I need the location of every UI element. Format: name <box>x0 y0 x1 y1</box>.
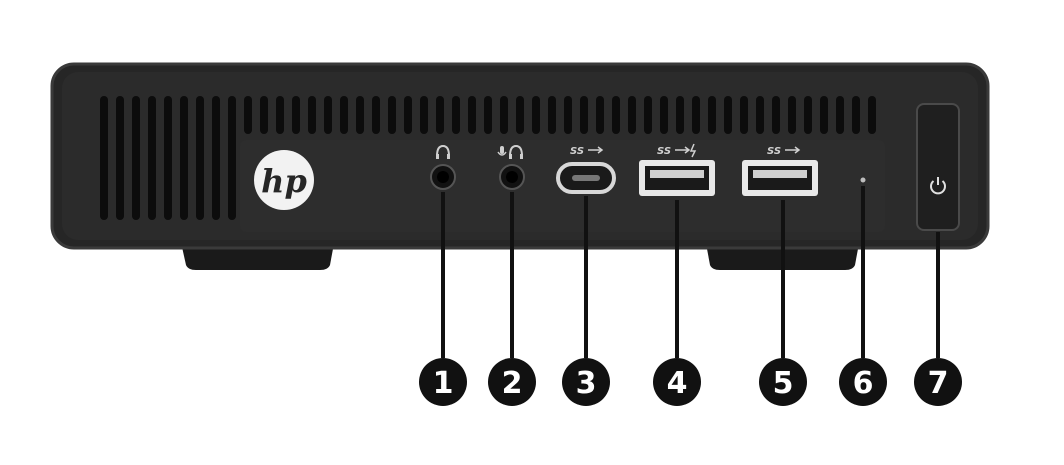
mic-headset-icon <box>497 144 523 159</box>
usb-ss-label: SS <box>570 146 584 157</box>
vent-slot <box>100 96 108 220</box>
vent-slot <box>452 96 460 134</box>
usb-ss-charge-label: SS <box>657 146 671 157</box>
vent-slot <box>404 96 412 134</box>
vent-slot <box>532 96 540 134</box>
vent-slot <box>356 96 364 134</box>
headphone-jack <box>430 164 456 190</box>
vent-slot <box>772 96 780 134</box>
vent-slot <box>132 96 140 220</box>
vent-slot <box>500 96 508 134</box>
vent-slot <box>692 96 700 134</box>
vent-slot <box>292 96 300 134</box>
usb-ss-icon: SS <box>570 146 604 157</box>
callout-number: 4 <box>667 366 688 401</box>
vent-slot <box>324 96 332 134</box>
callout-number: 2 <box>502 366 523 401</box>
vent-slot <box>612 96 620 134</box>
vent-slot <box>564 96 572 134</box>
activity-light <box>860 177 866 183</box>
callout-badge <box>914 358 962 406</box>
hp-logo-text: hp <box>261 162 307 200</box>
callout-badge <box>653 358 701 406</box>
vent-slot <box>260 96 268 134</box>
usb-a-charging-port <box>639 160 715 196</box>
callout-badge <box>839 358 887 406</box>
vent-grille <box>100 96 876 220</box>
mic-headset-jack <box>499 164 525 190</box>
vent-slot <box>212 96 220 220</box>
vent-slot <box>276 96 284 134</box>
vent-slot <box>740 96 748 134</box>
vent-slot <box>676 96 684 134</box>
vent-slot <box>484 96 492 134</box>
callout-number: 6 <box>853 366 874 401</box>
callout-badge <box>759 358 807 406</box>
vent-slot <box>308 96 316 134</box>
vent-slot <box>116 96 124 220</box>
usb-a-port <box>742 160 818 196</box>
usb-c-port <box>556 162 616 194</box>
callout-badge <box>419 358 467 406</box>
hp-logo: hp <box>254 150 314 210</box>
vent-slot <box>868 96 876 134</box>
vent-slot <box>228 96 236 220</box>
vent-slot <box>164 96 172 220</box>
callout-number: 7 <box>928 366 949 401</box>
vent-slot <box>820 96 828 134</box>
vent-slot <box>388 96 396 134</box>
vent-slot <box>756 96 764 134</box>
vent-slot <box>788 96 796 134</box>
vent-slot <box>148 96 156 220</box>
callout-badge <box>562 358 610 406</box>
vent-slot <box>340 96 348 134</box>
headphone-icon <box>436 144 450 159</box>
vent-slot <box>628 96 636 134</box>
vent-slot <box>372 96 380 134</box>
vent-slot <box>420 96 428 134</box>
vent-slot <box>548 96 556 134</box>
vent-slot <box>644 96 652 134</box>
power-button[interactable] <box>916 103 960 231</box>
callout-number: 1 <box>433 366 454 401</box>
vent-slot <box>196 96 204 220</box>
callout-badge <box>488 358 536 406</box>
vent-slot <box>468 96 476 134</box>
usb-ss-charge-icon: SS <box>657 143 697 158</box>
callout-layer: 1 2 3 4 5 6 7 <box>419 186 962 406</box>
callout-number: 5 <box>773 366 794 401</box>
callout-number: 3 <box>576 366 597 401</box>
usb-ss-label: SS <box>767 146 781 157</box>
vent-slot <box>804 96 812 134</box>
vent-slot <box>596 96 604 134</box>
vent-slot <box>516 96 524 134</box>
vent-slot <box>836 96 844 134</box>
vent-slot <box>244 96 252 134</box>
vent-slot <box>580 96 588 134</box>
vent-slot <box>852 96 860 134</box>
vent-slot <box>180 96 188 220</box>
usb-ss-icon: SS <box>767 146 801 157</box>
vent-slot <box>660 96 668 134</box>
power-icon <box>930 177 946 195</box>
vent-slot <box>436 96 444 134</box>
vent-slot <box>708 96 716 134</box>
vent-slot <box>724 96 732 134</box>
